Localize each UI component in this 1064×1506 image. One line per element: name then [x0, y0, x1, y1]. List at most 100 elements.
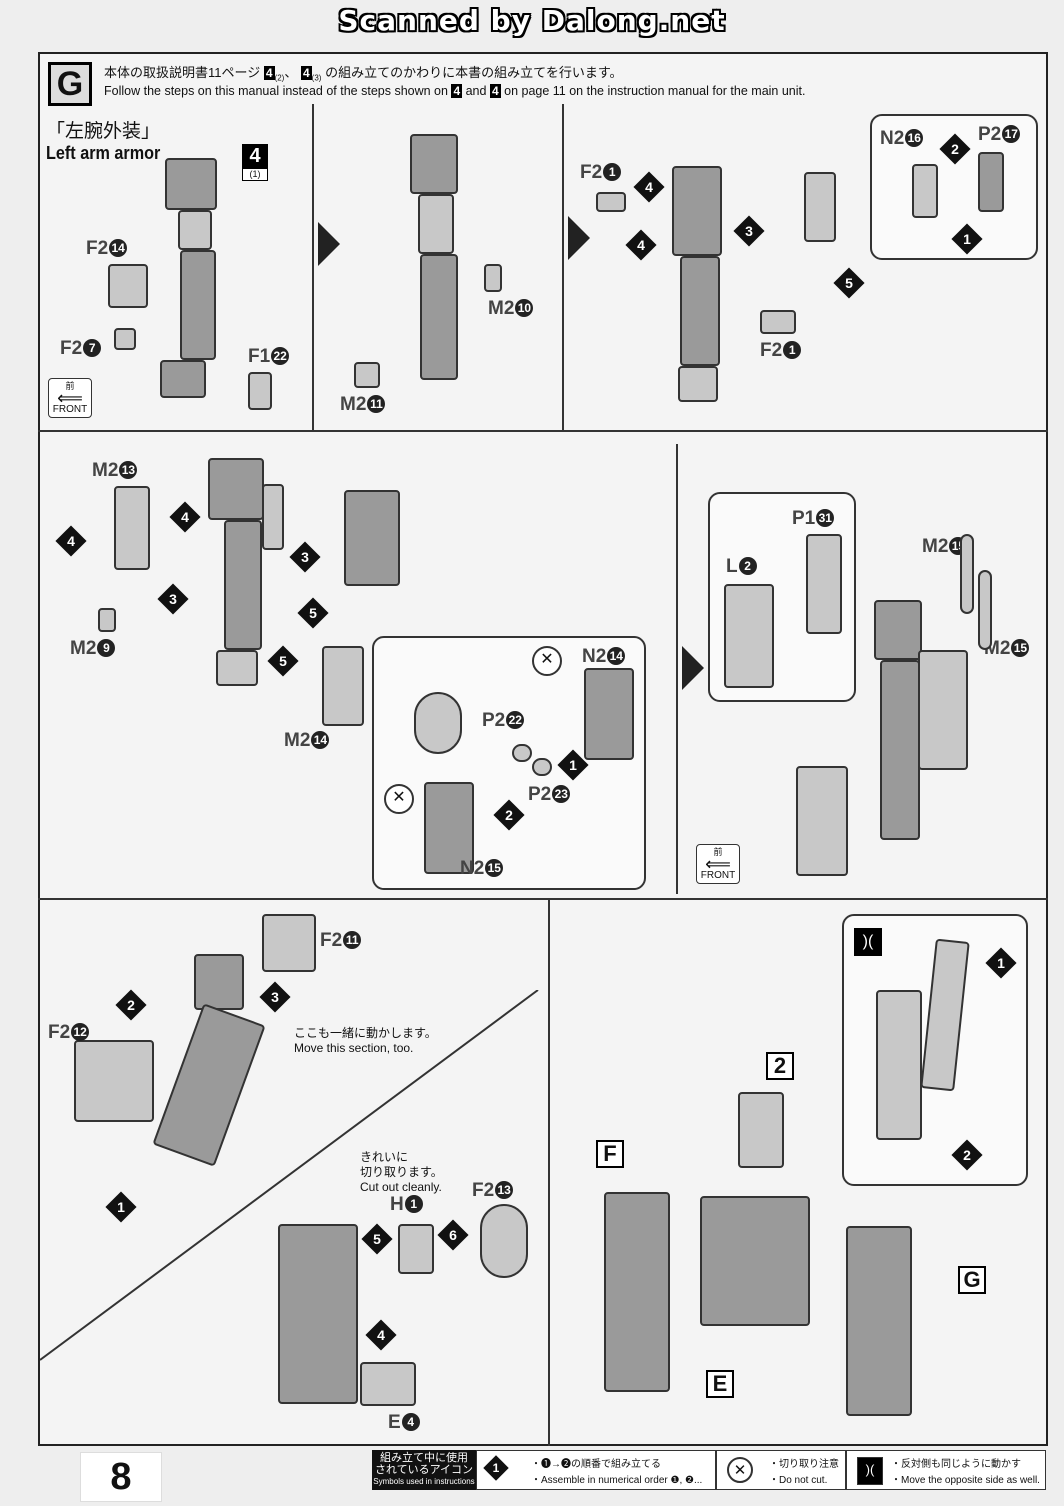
arm3-forearm-part [680, 256, 720, 366]
part-f2-14 [108, 264, 148, 308]
row-divider-2 [38, 898, 1048, 900]
arrow-next-2 [568, 216, 590, 260]
step-4d: 4 [55, 525, 87, 557]
arm-g-assembly [846, 1226, 912, 1416]
joint-detail [414, 692, 462, 754]
step-3b: 3 [289, 541, 321, 573]
step-1-bubble: 1 [951, 223, 983, 255]
part-f2-12 [74, 1040, 154, 1122]
header-jp: 本体の取扱説明書11ページ 4(2)、 4(3) の組み立てのかわりに本書の組み… [104, 62, 623, 83]
arm-forearm-part [180, 250, 216, 360]
step-1-bubble2: 1 [557, 749, 589, 781]
part-m2-10 [484, 264, 502, 292]
front-icon-1: 前⟸FRONT [48, 378, 92, 418]
col-divider-2 [562, 104, 564, 430]
step-5d: 5 [361, 1223, 393, 1255]
row-divider-1 [38, 430, 1048, 432]
part-f2-1b [760, 310, 796, 334]
watermark: Scanned by Dalong.net [338, 4, 726, 37]
header-en: Follow the steps on this manual instead … [104, 84, 805, 98]
part-m2-9 [98, 608, 116, 632]
header-step-a: 4 [263, 66, 275, 80]
header-sep: 、 [284, 65, 298, 80]
col-divider-1 [312, 104, 314, 430]
step-4b: 4 [625, 229, 657, 261]
part-m2-15a [960, 534, 974, 614]
col-divider-3 [676, 444, 678, 894]
shield-assembled [796, 766, 848, 876]
step-4c: 4 [169, 501, 201, 533]
step-2-bubble2: 2 [493, 799, 525, 831]
part-m2-13 [114, 486, 150, 570]
part-f2-13 [480, 1204, 528, 1278]
step-2-bubble: 2 [939, 133, 971, 165]
section-title-en: Left arm armor [46, 143, 161, 163]
arm8-forearm-part [876, 990, 922, 1140]
step-1d: 1 [985, 947, 1017, 979]
arm3-upper-part [672, 166, 722, 256]
arm5-upper-part [874, 600, 922, 660]
part-f2-7 [114, 328, 136, 350]
section-letter-g: G [48, 62, 92, 106]
header-step-b-sub: (3) [311, 73, 322, 83]
arm-hand-part [160, 360, 206, 398]
arm-elbow-part [178, 210, 212, 250]
legend-assemble-order: 1 ・❶→❷の順番で組み立てる ・Assemble in numerical o… [476, 1450, 716, 1490]
arm3-hand-part [678, 366, 718, 402]
part-p2-17 [978, 152, 1004, 212]
header-jp-prefix: 本体の取扱説明書11ページ [104, 65, 261, 80]
step-2d: 2 [951, 1139, 983, 1171]
arm4-hand-part [216, 650, 258, 686]
arm2-upper-part [410, 134, 458, 194]
part-m2-11 [354, 362, 380, 388]
header-step-b: 4 [300, 66, 312, 80]
step-3: 3 [733, 215, 765, 247]
arm4-forearm-part [224, 520, 262, 650]
col-divider-4 [548, 900, 550, 1446]
part-l-2 [724, 584, 774, 688]
header-en-step-b: 4 [489, 84, 501, 98]
arm2-forearm-part [420, 254, 458, 380]
arrow-next-3 [682, 646, 704, 690]
note-cut-cleanly: きれいに切り取ります。Cut out cleanly. [360, 1150, 443, 1194]
legend-opposite-icon: )( [857, 1457, 883, 1485]
part-f2-1a [596, 192, 626, 212]
part-p1-31 [806, 534, 842, 634]
arm-upper-part [165, 158, 217, 210]
diagonal-divider [40, 990, 539, 1361]
legend-move-opposite: )( ・反対側も同じように動かす ・Move the opposite side… [846, 1450, 1046, 1490]
step-5: 5 [833, 267, 865, 299]
arm4-side-panel [262, 484, 284, 550]
note-move-section: ここも一緒に動かします。Move this section, too. [294, 1026, 437, 1055]
legend-step-icon: 1 [483, 1455, 509, 1481]
part-p2-22 [512, 744, 532, 762]
part-p2-23 [532, 758, 552, 776]
header-en-mid: and [465, 84, 487, 98]
step-badge-sub: (1) [242, 168, 268, 181]
arm7-forearm-part [278, 1224, 358, 1404]
do-not-cut-icon-2: ✕ [384, 784, 414, 814]
legend-cut-icon: ✕ [727, 1457, 753, 1483]
arm4-upper-part [208, 458, 264, 520]
part-f1-22 [248, 372, 272, 410]
section-title-jp: 「左腕外装」 [46, 120, 161, 142]
step-4e: 4 [365, 1319, 397, 1351]
